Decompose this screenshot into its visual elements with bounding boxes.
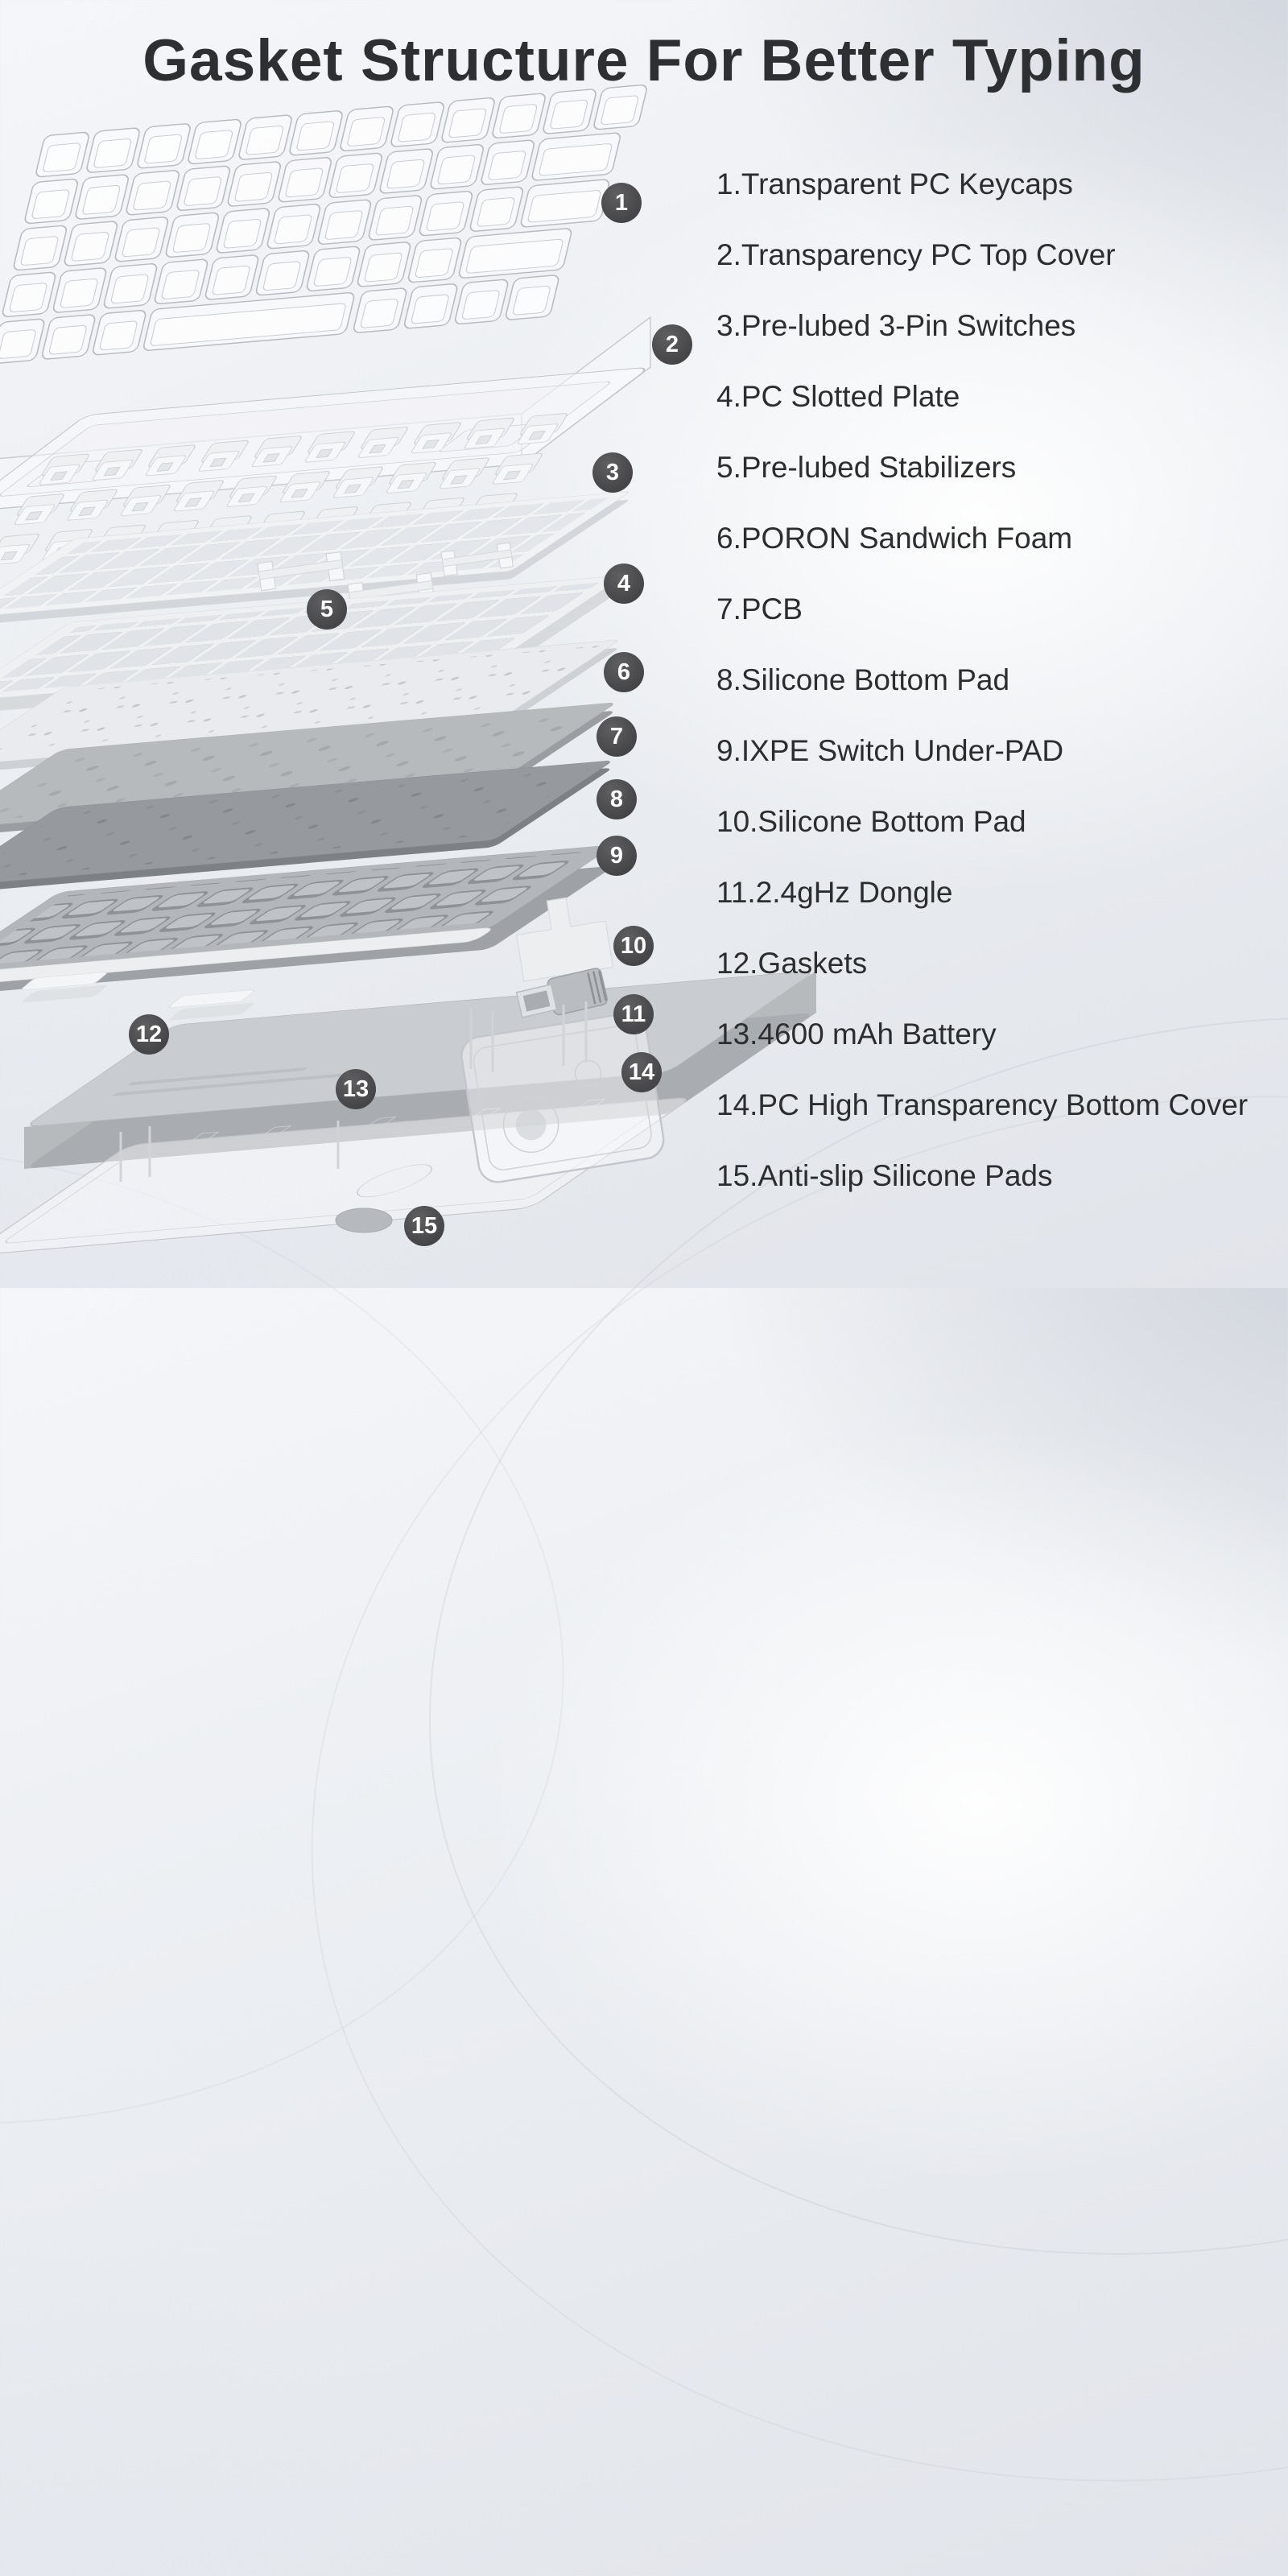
- part-label-8: 8.Silicone Bottom Pad: [716, 663, 1010, 696]
- anti-slip-pad: [335, 1208, 393, 1233]
- part-label-11: 11.2.4gHz Dongle: [716, 876, 953, 909]
- dongle: [515, 968, 608, 1018]
- badge-2: 2: [652, 324, 692, 365]
- badge-7: 7: [597, 716, 637, 757]
- badge-13: 13: [336, 1069, 376, 1109]
- badge-15: 15: [404, 1206, 444, 1246]
- part-label-13: 13.4600 mAh Battery: [716, 1018, 997, 1051]
- keycaps-layer: [0, 84, 649, 365]
- badge-10: 10: [613, 926, 654, 966]
- part-label-5: 5.Pre-lubed Stabilizers: [716, 451, 1017, 484]
- badge-9: 9: [597, 836, 637, 876]
- part-label-15: 15.Anti-slip Silicone Pads: [716, 1159, 1053, 1192]
- part-label-9: 9.IXPE Switch Under-PAD: [716, 734, 1064, 767]
- part-label-2: 2.Transparency PC Top Cover: [716, 238, 1116, 271]
- badge-14: 14: [621, 1052, 662, 1092]
- part-label-12: 12.Gaskets: [716, 947, 868, 980]
- page-title: Gasket Structure For Better Typing: [142, 28, 1146, 93]
- badge-12: 12: [129, 1014, 169, 1055]
- badge-11: 11: [613, 994, 654, 1034]
- badge-3: 3: [592, 452, 633, 493]
- ixpe-pad-layer: [0, 761, 610, 894]
- plate-layer: [0, 491, 629, 626]
- badge-1: 1: [601, 183, 642, 223]
- badge-8: 8: [597, 779, 637, 819]
- part-label-4: 4.PC Slotted Plate: [716, 380, 960, 413]
- part-label-7: 7.PCB: [716, 592, 803, 625]
- badge-4: 4: [604, 564, 644, 604]
- silicone-tray-layer: [0, 845, 614, 997]
- part-label-10: 10.Silicone Bottom Pad: [716, 805, 1026, 838]
- part-label-6: 6.PORON Sandwich Foam: [716, 522, 1073, 555]
- exploded-keyboard-illustration: [0, 84, 816, 1256]
- part-label-1: 1.Transparent PC Keycaps: [716, 167, 1073, 200]
- badge-6: 6: [604, 652, 644, 692]
- part-label-3: 3.Pre-lubed 3-Pin Switches: [716, 309, 1076, 342]
- bottom-cover: [0, 1001, 687, 1256]
- pcb-layer: [0, 639, 617, 774]
- part-label-14: 14.PC High Transparency Bottom Cover: [716, 1088, 1249, 1121]
- infographic: Gasket Structure For Better Typing 1 2 3…: [0, 28, 1288, 2576]
- badge-5: 5: [307, 589, 347, 630]
